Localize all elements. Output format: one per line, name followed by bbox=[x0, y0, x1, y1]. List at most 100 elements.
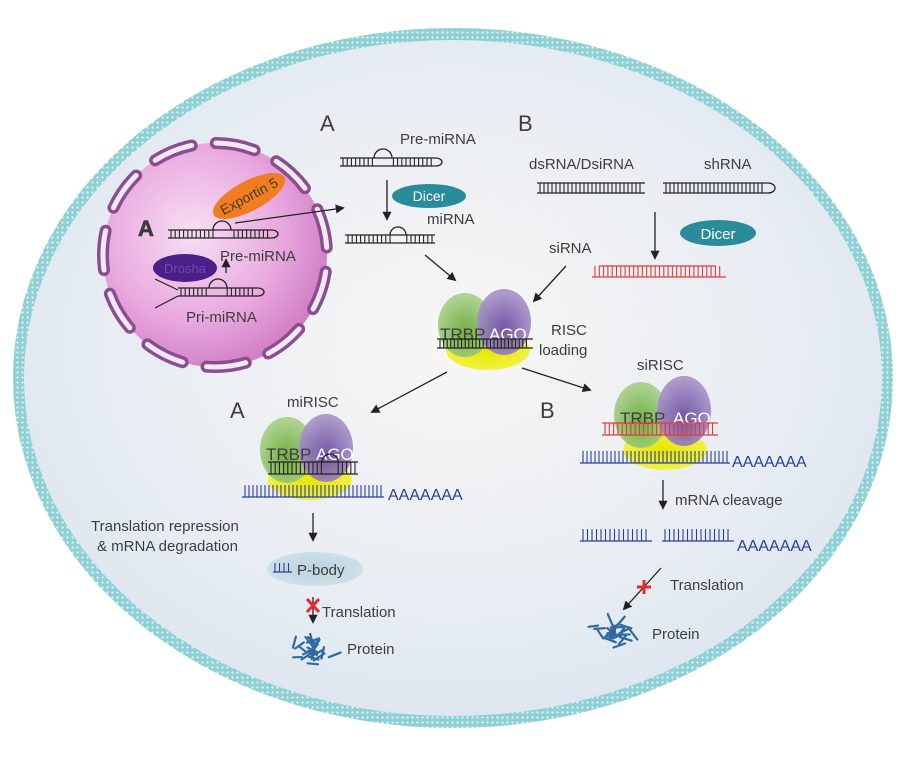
nuclear-pre-mirna-label: Pre-miRNA bbox=[220, 248, 296, 265]
mirisc-outcome-line2: & mRNA degradation bbox=[97, 538, 238, 555]
pathway-a-processing: A Pre-miRNA Dicer miRNA bbox=[320, 111, 476, 282]
protein-fragment bbox=[291, 635, 298, 649]
trbp-protein bbox=[438, 293, 492, 357]
nuclear-pore-highlight bbox=[310, 269, 329, 312]
shrna-hairpin bbox=[663, 182, 776, 194]
translation-blocked-cross-icon bbox=[637, 580, 651, 594]
mirisc-pathway: A miRISC TRBP AGO AAAAAAA Translation re… bbox=[91, 394, 463, 666]
loop-bulge bbox=[321, 453, 339, 463]
hairpin-loop bbox=[271, 229, 279, 239]
sirisc-protein-label: Protein bbox=[652, 626, 700, 643]
protein-fragment bbox=[612, 642, 627, 649]
cleaved-mrna-fragments bbox=[580, 529, 734, 542]
pre-mirna-label: Pre-miRNA bbox=[400, 131, 476, 148]
sirna-label: siRNA bbox=[549, 240, 592, 257]
mirisc-polya-label: AAAAAAA bbox=[388, 487, 463, 504]
translation-blocked-x-icon bbox=[305, 597, 321, 614]
cleaved-polya-label: AAAAAAA bbox=[737, 538, 812, 555]
loop-bulge bbox=[373, 148, 393, 159]
nuclear-pore-highlight bbox=[265, 326, 302, 357]
exportin-5 bbox=[212, 173, 286, 219]
nuclear-pore-highlight bbox=[110, 172, 139, 211]
mirna-label: miRNA bbox=[427, 211, 475, 228]
sirisc-sirna-strand bbox=[602, 422, 718, 436]
loop-bulge bbox=[208, 278, 228, 289]
mirisc-title: miRISC bbox=[287, 394, 339, 411]
protein-fragment bbox=[310, 648, 325, 658]
risc-to-sirisc-arrow bbox=[521, 367, 592, 393]
risc-loading-complex: TRBP AGO RISC loading bbox=[370, 289, 592, 413]
sirisc-target-mrna bbox=[580, 451, 730, 464]
loop-bulge bbox=[389, 226, 407, 236]
loop-bulge bbox=[212, 220, 232, 231]
sirisc-section-label: B bbox=[540, 398, 555, 423]
nuclear-pore-highlight bbox=[213, 140, 258, 153]
sirna-duplex bbox=[592, 265, 726, 278]
p-body-label: P-body bbox=[297, 562, 345, 579]
sirna-to-risc-arrow bbox=[532, 265, 567, 303]
nucleus-section-label: A bbox=[138, 216, 154, 241]
pri-mirna-label: Pri-miRNA bbox=[186, 309, 257, 326]
protein-fragment bbox=[301, 649, 313, 656]
cytoplasmic-pre-mirna bbox=[340, 148, 443, 167]
p-body bbox=[267, 552, 363, 586]
protein-fragment bbox=[587, 624, 600, 628]
protein-fragment bbox=[593, 627, 607, 630]
nuclear-pore-highlight bbox=[152, 142, 195, 163]
mirisc-protein-label: Protein bbox=[347, 641, 395, 658]
mirisc-ago-label: AGO bbox=[316, 445, 354, 464]
protein-fragment bbox=[606, 632, 617, 636]
protein-fragment bbox=[628, 627, 639, 641]
sirisc-polya-label: AAAAAAA bbox=[732, 454, 807, 471]
protein-fragment bbox=[606, 612, 615, 628]
protein-fragment bbox=[595, 627, 604, 639]
protein-fragment bbox=[618, 627, 631, 635]
hairpin-loop bbox=[435, 157, 443, 167]
nuclear-pre-mirna bbox=[168, 220, 279, 239]
dicer-b bbox=[680, 220, 756, 246]
dicer-b-label: Dicer bbox=[700, 226, 735, 243]
nucleus: A Exportin 5 Pre-miRNA Drosha Pri-miRNA bbox=[97, 137, 345, 373]
protein-fragment bbox=[306, 662, 320, 666]
protein-fragment bbox=[603, 636, 617, 644]
nuclear-pore-highlight bbox=[273, 158, 308, 191]
hairpin-loop bbox=[257, 287, 265, 297]
dicer-a bbox=[392, 184, 466, 208]
protein-fragment bbox=[617, 634, 627, 646]
nuclear-pore-highlight bbox=[100, 228, 109, 273]
protein-icon bbox=[291, 632, 342, 666]
cleavage-label: mRNA cleavage bbox=[675, 492, 783, 509]
pathway-a-section-label: A bbox=[320, 111, 335, 136]
sirisc-pathway: B siRISC TRBP AGO AAAAAAA mRNA cleavage … bbox=[540, 357, 812, 649]
protein-fragment bbox=[611, 625, 615, 640]
protein-fragment bbox=[294, 641, 305, 650]
sirisc-ago bbox=[657, 376, 711, 446]
mirna-to-risc-arrow bbox=[424, 254, 457, 282]
pri-mirna-tail-2 bbox=[154, 295, 179, 309]
dsrna-duplex bbox=[537, 182, 645, 194]
sirisc-title: siRISC bbox=[637, 357, 684, 374]
protein-fragment bbox=[298, 646, 308, 654]
risc-loaded-strand bbox=[437, 338, 533, 349]
mirisc-target-mrna bbox=[242, 485, 384, 498]
mirna-duplex bbox=[345, 226, 435, 244]
pathway-b-processing: B dsRNA/DsiRNA shRNA Dicer siRNA bbox=[518, 111, 776, 303]
mirisc-trbp-label: TRBP bbox=[266, 445, 311, 464]
risc-to-mirisc-arrow bbox=[370, 371, 448, 413]
export-arrow bbox=[234, 204, 345, 224]
risc-caption-line2: loading bbox=[539, 342, 587, 359]
mirisc-mirna-strand bbox=[268, 453, 358, 475]
risc-caption-line1: RISC bbox=[551, 322, 587, 339]
nuclear-pore-highlight bbox=[204, 360, 249, 370]
pri-mirna bbox=[178, 278, 265, 297]
mirisc-translation-label: Translation bbox=[322, 604, 396, 621]
sirisc-trbp bbox=[614, 382, 668, 448]
protein-icon bbox=[587, 612, 639, 649]
p-body-mrna-fragment bbox=[273, 563, 292, 573]
shrna-label: shRNA bbox=[704, 156, 752, 173]
protein-fragment bbox=[618, 636, 633, 642]
sirisc-ago-label: AGO bbox=[673, 409, 711, 428]
mirisc-outcome-line1: Translation repression bbox=[91, 518, 239, 535]
protein-fragment bbox=[616, 615, 626, 626]
